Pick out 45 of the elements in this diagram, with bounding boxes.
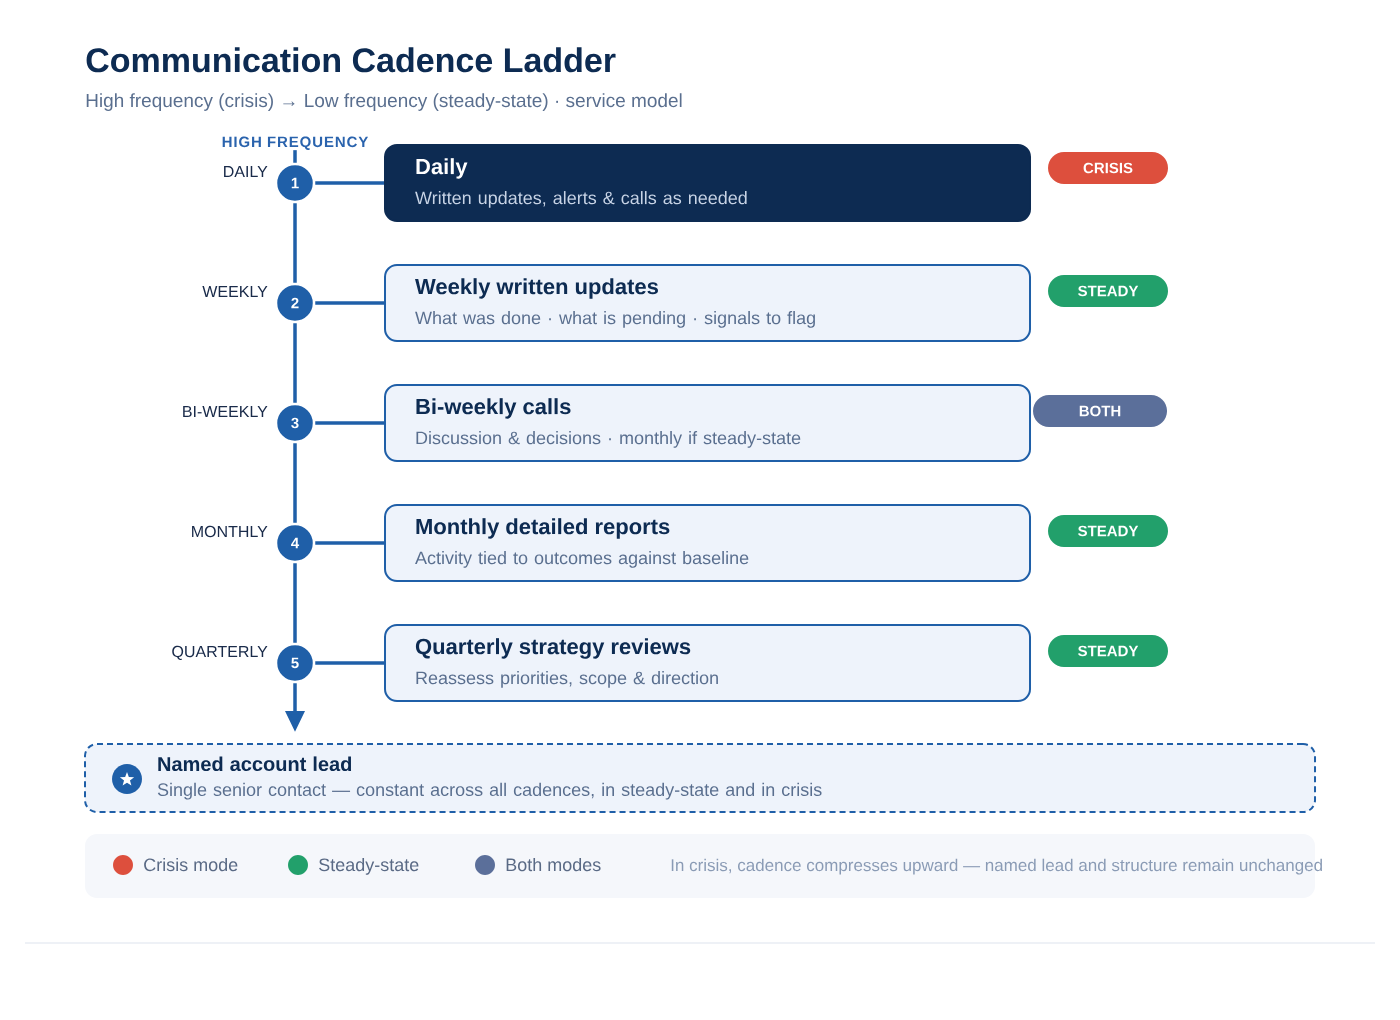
card-title: Quarterly strategy reviews [415,638,691,659]
card-text: Reassess priorities, scope & direction [416,671,718,688]
frequency-label: BI-WEEKLY [183,406,268,417]
box-title: Named account lead [158,756,352,772]
card-text: What was done · what is pending · signals to flag [415,311,815,328]
legend-label: Crisis mode [144,857,238,872]
axis-label: HIGH FREQUENCY [222,136,369,150]
card-title: Bi-weekly calls [416,398,571,419]
card-text: Discussion & decisions · monthly if steady-state [416,431,801,448]
connector-line [315,661,384,665]
status-badge: STEADY [1048,515,1168,547]
status-badge: BOTH [1033,395,1167,427]
process-box [384,624,1031,702]
connector-line [293,323,297,403]
legend-label: Both modes [506,857,601,872]
card-title: Monthly detailed reports [416,518,670,539]
status-badge: STEADY [1048,635,1168,667]
title: Communication Cadence Ladder [86,47,616,73]
connector-line [315,541,384,545]
connector-line [293,443,297,523]
frequency-label: DAILY [224,166,268,177]
status-badge: CRISIS [1048,152,1168,184]
legend-label: Steady-state [319,857,419,875]
note-text: In crisis, cadence compresses upward — named lead and structure remain unchanged [671,858,1322,875]
card-text: Written updates, alerts & calls as needed [415,191,747,208]
connector-line [315,421,384,425]
connector-line [315,181,384,185]
connector-line [293,150,297,163]
connector-line [293,563,297,643]
status-badge: STEADY [1048,275,1168,307]
process-box [384,144,1031,222]
frequency-label: WEEKLY [202,286,268,297]
box-text: Single senior contact — constant across all cadences, in steady-state and in crisis [157,782,822,800]
card-title: Weekly written updates [415,278,658,299]
frequency-label: MONTHLY [192,525,268,538]
card-title: Daily [416,158,468,179]
info-box [84,743,1316,813]
process-box [384,504,1031,582]
connector-line [293,203,297,283]
process-box [384,384,1031,462]
process-box [384,264,1031,342]
connector-line [315,301,384,305]
subtitle: High frequency (crisis) → Low frequency (steady-state) · service model [86,93,682,111]
card-text: Activity tied to outcomes against baseline [415,551,749,568]
frequency-label: QUARTERLY [172,645,268,661]
